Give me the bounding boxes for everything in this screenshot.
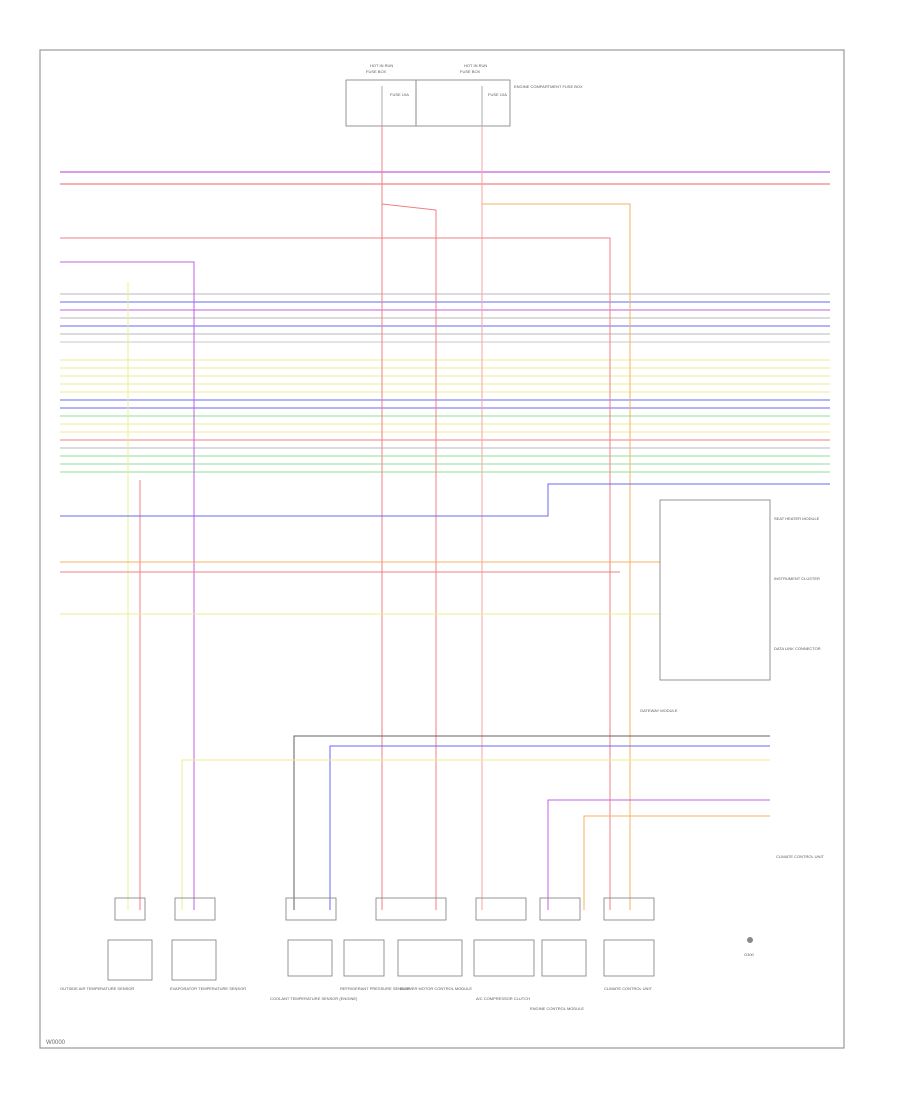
- right-side-group: SEAT HEATER MODULE INSTRUMENT CLUSTER DA…: [640, 499, 825, 859]
- drop-wire-blue-1: [60, 483, 830, 517]
- caption-ground: G300: [744, 952, 755, 957]
- component-module: [603, 939, 655, 977]
- fuse-box-left: [345, 79, 417, 127]
- right-module-box: [659, 499, 771, 681]
- right-label-mid: GATEWAY MODULE: [640, 708, 678, 713]
- connector-group: [114, 897, 655, 921]
- fuse-box-top: HOT IN RUN FUSE BOX HOT IN RUN FUSE BOX …: [345, 63, 583, 127]
- drop-wire-black: [293, 735, 770, 910]
- connector-2: [174, 897, 216, 921]
- connector-6: [539, 897, 581, 921]
- drop-wire-violet-2: [547, 799, 770, 910]
- caption-sensor-a: OUTSIDE AIR TEMPERATURE SENSOR: [60, 986, 134, 991]
- component-sensor-d: [343, 939, 385, 977]
- fuse-box-right: [415, 79, 511, 127]
- power-wire-red-3: [381, 203, 437, 211]
- power-wire-orange: [482, 203, 631, 910]
- right-label-right-module: CLIMATE CONTROL UNIT: [776, 854, 825, 859]
- caption-engine: ENGINE CONTROL MODULE: [530, 1006, 584, 1011]
- caption-sensor-d: REFRIGERANT PRESSURE SENSOR: [340, 986, 410, 991]
- fuse-left-label: FUSE 10A: [390, 92, 409, 97]
- component-sensor-c: [287, 939, 333, 977]
- component-caption-group: OUTSIDE AIR TEMPERATURE SENSOR EVAPORATO…: [60, 952, 755, 1011]
- drop-wire-violet: [60, 261, 195, 910]
- connector-1: [114, 897, 146, 921]
- connector-5: [475, 897, 527, 921]
- ground-symbol: [747, 937, 753, 943]
- component-sensor-a: [107, 939, 153, 981]
- power-wire-red-5: [60, 237, 611, 910]
- caption-sensor-b: EVAPORATOR TEMPERATURE SENSOR: [170, 986, 246, 991]
- connector-4: [375, 897, 447, 921]
- caption-module: CLIMATE CONTROL UNIT: [604, 986, 653, 991]
- caption-sensor-c: COOLANT TEMPERATURE SENSOR (ENGINE): [270, 996, 358, 1001]
- diagram-code: W0000: [46, 1040, 66, 1046]
- right-label-group-b: INSTRUMENT CLUSTER: [774, 576, 820, 581]
- right-label-group-c: DATA LINK CONNECTOR: [774, 646, 821, 651]
- component-blower: [397, 939, 463, 977]
- fuse-box-left-heading-2: FUSE BOX: [366, 69, 387, 74]
- component-clutch: [473, 939, 535, 977]
- bus-wire-group: [60, 171, 830, 473]
- fuse-box-right-heading-1: HOT IN RUN: [464, 63, 487, 68]
- fuse-box-label: ENGINE COMPARTMENT FUSE BOX: [514, 84, 583, 89]
- drop-wire-yellow-3: [181, 759, 770, 910]
- caption-clutch: A/C COMPRESSOR CLUTCH: [476, 996, 530, 1001]
- right-label-group-a: SEAT HEATER MODULE: [774, 516, 820, 521]
- fuse-box-right-heading-2: FUSE BOX: [460, 69, 481, 74]
- component-engine: [541, 939, 587, 977]
- caption-blower: BLOWER MOTOR CONTROL MODULE: [400, 986, 472, 991]
- drop-wire-blue-2: [329, 745, 770, 910]
- fuse-right-label: FUSE 10A: [488, 92, 507, 97]
- diagram-frame: [39, 49, 845, 1049]
- component-sensor-b: [171, 939, 217, 981]
- connector-7: [603, 897, 655, 921]
- vertical-wire-group: [60, 126, 830, 910]
- drop-wire-orange-3: [583, 815, 770, 910]
- connector-3: [285, 897, 337, 921]
- fuse-box-left-heading-1: HOT IN RUN: [370, 63, 393, 68]
- component-group: [107, 937, 753, 981]
